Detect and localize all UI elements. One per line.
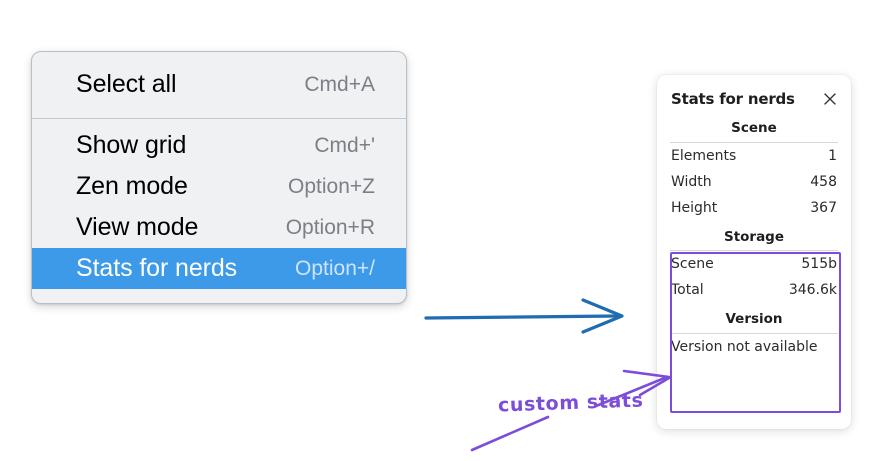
stat-row-width: Width 458 xyxy=(668,169,840,195)
stat-value: 367 xyxy=(810,199,837,216)
stat-key: Scene xyxy=(671,256,714,273)
menu-item-label: Zen mode xyxy=(76,172,188,200)
custom-stats-annotation-label: custom stats xyxy=(497,389,644,417)
menu-item-stats-for-nerds[interactable]: Stats for nerds Option+/ xyxy=(32,248,406,289)
menu-item-shortcut: Option+R xyxy=(285,216,375,239)
menu-divider xyxy=(32,118,406,119)
stat-value: 346.6k xyxy=(788,282,837,299)
section-rule xyxy=(670,141,838,143)
stat-value: 458 xyxy=(810,173,837,190)
stat-row-height: Height 367 xyxy=(668,195,840,221)
menu-item-show-grid[interactable]: Show grid Cmd+' xyxy=(32,125,406,166)
stat-row-elements: Elements 1 xyxy=(668,143,840,169)
section-title-storage: Storage xyxy=(723,228,785,245)
stat-key: Elements xyxy=(671,147,737,164)
section-rule xyxy=(670,250,838,252)
menu-item-shortcut: Option+Z xyxy=(288,175,375,198)
menu-item-zen-mode[interactable]: Zen mode Option+Z xyxy=(32,166,406,207)
menu-item-label: View mode xyxy=(76,213,199,241)
stats-for-nerds-panel[interactable]: Stats for nerds Scene Elements 1 Width 4… xyxy=(657,75,851,429)
stat-row-storage-scene: Scene 515b xyxy=(668,251,840,277)
menu-item-shortcut: Cmd+A xyxy=(304,73,375,96)
stat-value: 515b xyxy=(801,256,837,273)
menu-item-view-mode[interactable]: View mode Option+R xyxy=(32,207,406,248)
stat-key: Height xyxy=(671,199,718,216)
stat-key: Width xyxy=(671,173,712,190)
panel-title: Stats for nerds xyxy=(671,90,795,108)
menu-item-label: Stats for nerds xyxy=(76,254,238,282)
section-title-version: Version xyxy=(725,311,783,328)
blue-arrow-annotation xyxy=(424,298,624,334)
stat-value: 1 xyxy=(828,147,837,164)
menu-group-1: Select all Cmd+A xyxy=(32,52,406,118)
menu-item-shortcut: Cmd+' xyxy=(314,134,375,157)
menu-item-select-all[interactable]: Select all Cmd+A xyxy=(32,64,406,105)
stats-panel-header: Stats for nerds xyxy=(668,86,840,112)
version-value: Version not available xyxy=(671,338,818,355)
menu-group-2: Show grid Cmd+' Zen mode Option+Z View m… xyxy=(32,119,406,303)
menu-item-label: Select all xyxy=(76,70,177,98)
stat-key: Total xyxy=(671,282,704,299)
section-rule xyxy=(670,332,838,334)
purple-underline-annotation xyxy=(470,415,550,452)
menu-item-shortcut: Option+/ xyxy=(295,257,375,280)
context-menu[interactable]: Select all Cmd+A Show grid Cmd+' Zen mod… xyxy=(31,51,407,304)
stat-row-storage-total: Total 346.6k xyxy=(668,277,840,303)
section-title-scene: Scene xyxy=(731,120,777,136)
close-icon[interactable] xyxy=(821,90,839,108)
menu-item-label: Show grid xyxy=(76,131,187,159)
